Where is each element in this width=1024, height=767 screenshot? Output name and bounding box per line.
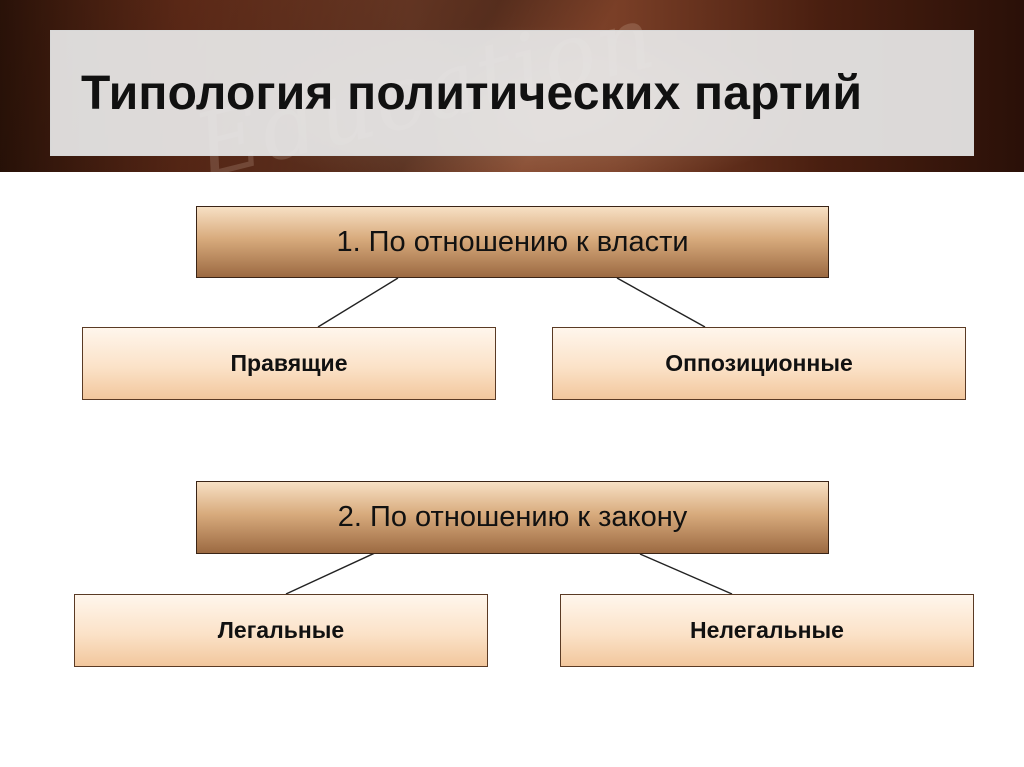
connector-line: [616, 277, 706, 328]
heading-box-law: 2. По отношению к закону: [196, 481, 829, 554]
heading-label: 2. По отношению к закону: [337, 501, 688, 533]
heading-label: 1. По отношению к власти: [336, 225, 689, 258]
leaf-label: Нелегальные: [690, 617, 844, 643]
leaf-box-opposition: Оппозиционные: [552, 327, 966, 400]
leaf-label: Правящие: [230, 350, 348, 376]
connector-line: [285, 545, 391, 595]
leaf-box-illegal: Нелегальные: [560, 594, 974, 667]
slide-title: Типология политических партий: [81, 66, 863, 120]
leaf-label: Оппозиционные: [665, 350, 853, 376]
header-banner: Education Типология политических партий: [0, 0, 1024, 172]
leaf-box-legal: Легальные: [74, 594, 488, 667]
heading-box-power: 1. По отношению к власти: [196, 206, 829, 278]
leaf-box-ruling: Правящие: [82, 327, 496, 400]
connector-line: [639, 553, 733, 595]
title-panel: Типология политических партий: [50, 30, 974, 156]
connector-line: [317, 277, 399, 328]
leaf-label: Легальные: [217, 617, 345, 643]
